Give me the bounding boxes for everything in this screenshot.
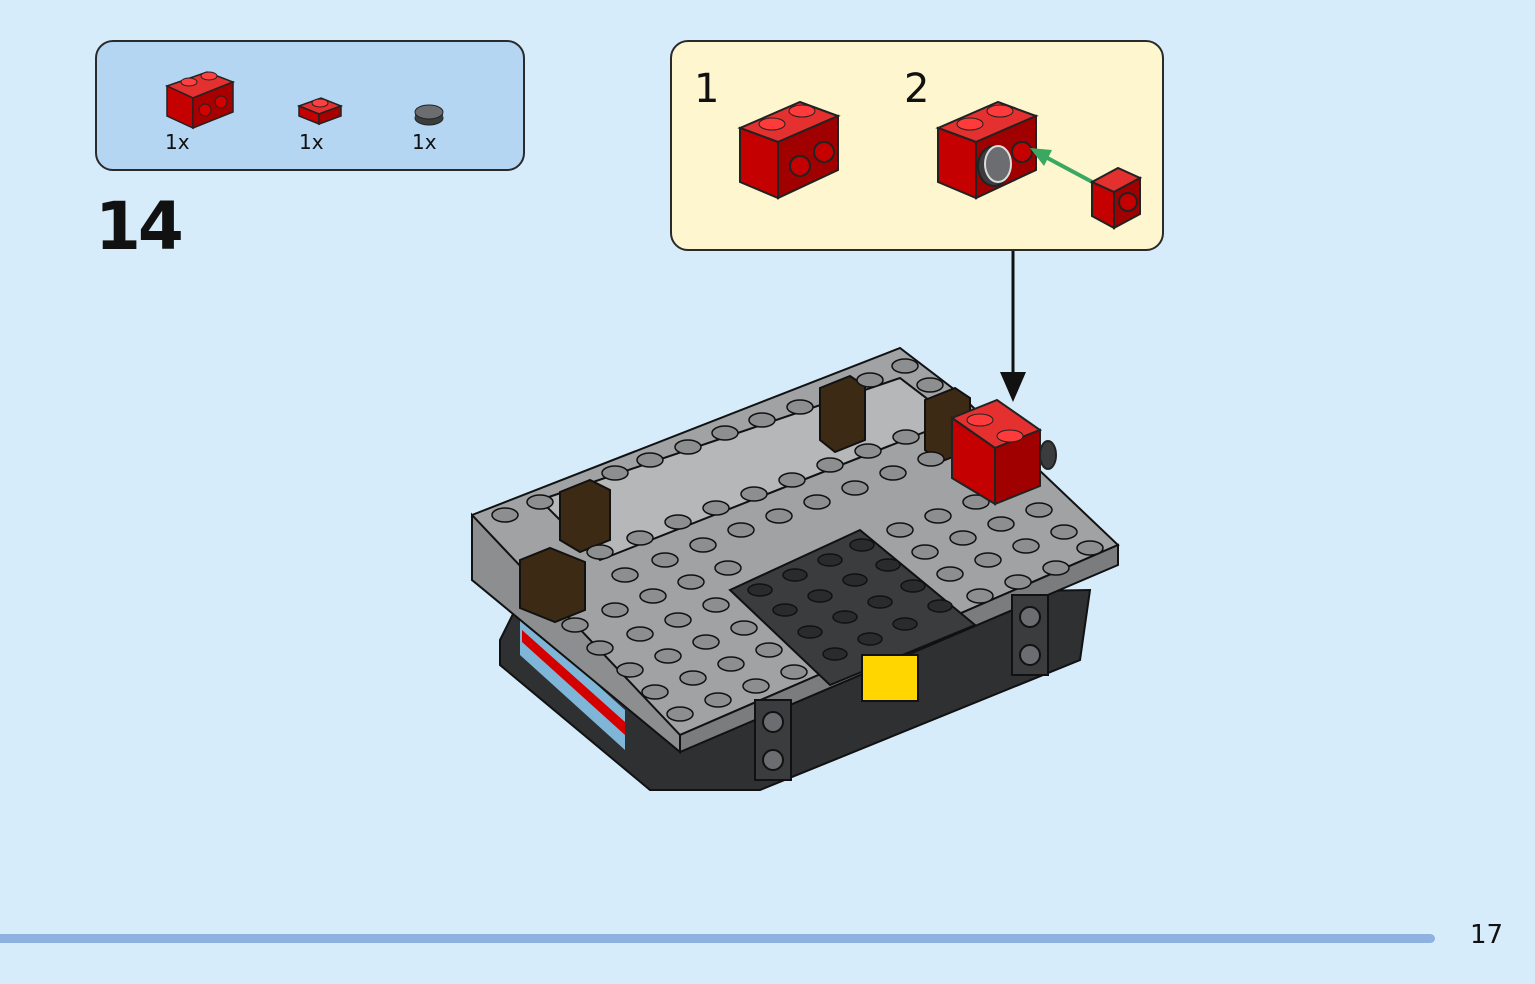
side-connector (754, 594, 1049, 781)
dark-plate-studs (747, 538, 953, 661)
red-bracket-brick-icon (949, 398, 1057, 506)
red-bracket-brick-icon (165, 71, 236, 130)
page-number: 17 (1470, 920, 1504, 950)
brown-brick (519, 374, 971, 624)
stud-grid (491, 358, 1104, 722)
red-bracket-brick-icon (737, 100, 841, 200)
part-qty: 1x (165, 130, 190, 154)
placement-arrow-icon (1000, 251, 1026, 402)
dark-gray-round-tile-icon (414, 104, 444, 126)
green-arrow-icon (1030, 148, 1097, 186)
red-plate-1x1-icon (1089, 166, 1143, 230)
yellow-element (861, 654, 919, 702)
sub-assembly-callout: 1 2 (670, 40, 1164, 251)
callout-illustration (737, 100, 1143, 230)
red-bracket-brick-icon (935, 100, 1039, 200)
sub-step-label: 2 (904, 66, 930, 112)
part-qty: 1x (299, 130, 324, 154)
red-plate-1x1-icon (296, 97, 344, 126)
footer-progress-bar (0, 934, 1435, 943)
step-number: 14 (95, 188, 184, 265)
part-qty: 1x (412, 130, 437, 154)
parts-list-box: 1x 1x 1x (95, 40, 525, 171)
parts-list-illustration (165, 71, 444, 130)
sub-step-label: 1 (694, 66, 720, 112)
